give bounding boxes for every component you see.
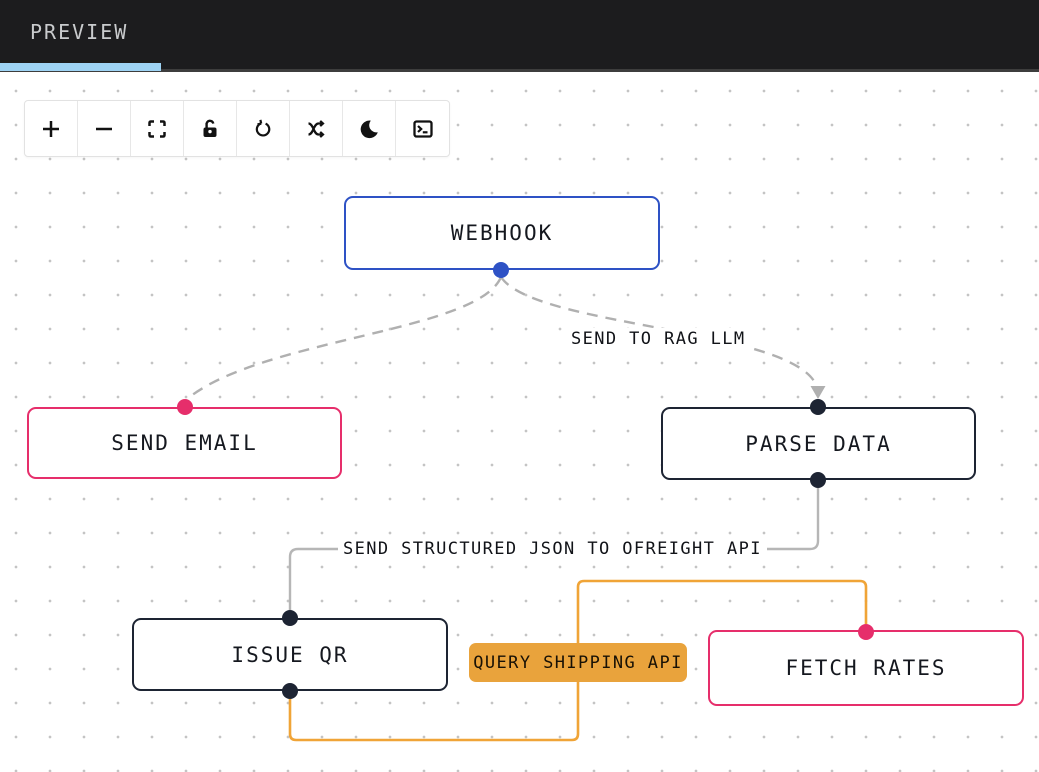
active-tab-indicator [0, 63, 161, 71]
node-parse-data-label: PARSE DATA [745, 431, 892, 456]
zoom-in-button[interactable] [25, 101, 78, 156]
tab-preview[interactable]: PREVIEW [0, 0, 128, 64]
minus-icon [96, 127, 112, 130]
shuffle-icon [308, 119, 325, 138]
dark-mode-button[interactable] [343, 101, 396, 156]
zoom-out-button[interactable] [78, 101, 131, 156]
lock-open-icon [203, 119, 217, 137]
header-bar: PREVIEW [0, 0, 1039, 72]
node-issue-qr-label: ISSUE QR [231, 642, 349, 667]
shuffle-button[interactable] [290, 101, 343, 156]
node-send-email[interactable]: SEND EMAIL [27, 407, 342, 479]
unlock-button[interactable] [184, 101, 237, 156]
header-divider [0, 69, 1039, 72]
fit-view-icon [148, 119, 166, 138]
plus-icon [43, 120, 59, 137]
node-parse-data[interactable]: PARSE DATA [661, 407, 976, 480]
node-fetch-rates[interactable]: FETCH RATES [708, 630, 1024, 706]
terminal-icon [412, 119, 433, 138]
undo-button[interactable] [237, 101, 290, 156]
node-send-email-label: SEND EMAIL [111, 431, 258, 455]
node-fetch-rates-label: FETCH RATES [785, 656, 947, 680]
node-webhook-label: WEBHOOK [450, 221, 554, 245]
node-issue-qr[interactable]: ISSUE QR [132, 618, 448, 691]
edge-label-query-shipping-api: QUERY SHIPPING API [469, 643, 687, 682]
fit-view-button[interactable] [131, 101, 184, 156]
edge-label-send-structured-json: SEND STRUCTURED JSON TO OFREIGHT API [338, 538, 767, 560]
node-webhook[interactable]: WEBHOOK [344, 196, 660, 270]
tab-preview-label: PREVIEW [30, 20, 129, 44]
edge-label-send-to-rag-llm: SEND TO RAG LLM [566, 328, 751, 350]
canvas-toolbar [24, 100, 450, 157]
undo-icon [255, 119, 271, 137]
terminal-button[interactable] [396, 101, 449, 156]
moon-icon [360, 120, 378, 138]
